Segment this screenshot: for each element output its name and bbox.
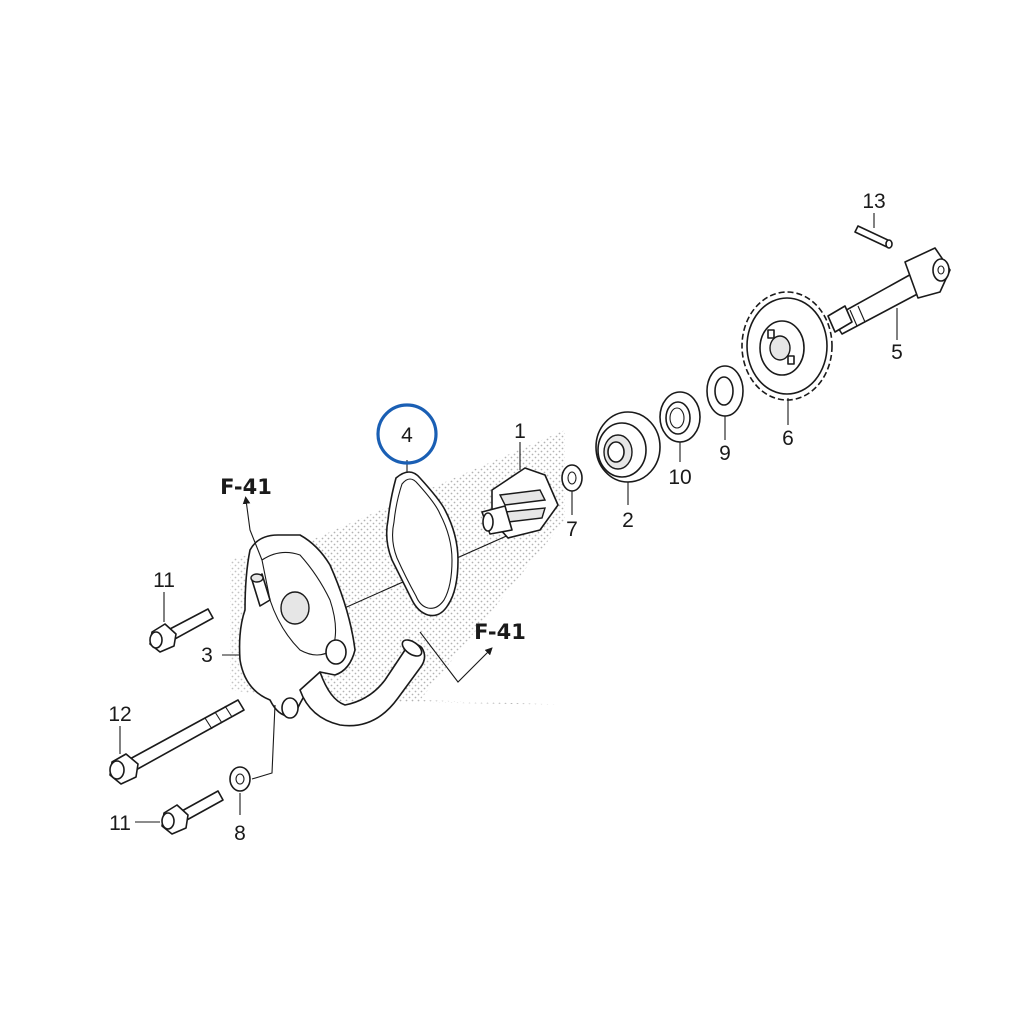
callout-7[interactable]: 7	[566, 518, 578, 541]
impeller-part[interactable]	[481, 467, 559, 539]
washer-part[interactable]	[706, 365, 744, 417]
callout-6[interactable]: 6	[782, 427, 794, 450]
selected-part-highlight-ring	[376, 403, 438, 465]
callout-10[interactable]: 10	[668, 466, 691, 489]
callout-13[interactable]: 13	[862, 190, 885, 213]
callout-5[interactable]: 5	[891, 341, 903, 364]
callout-2[interactable]: 2	[622, 509, 634, 532]
reference-f41-upper[interactable]: F-41	[220, 475, 272, 499]
callout-11-upper[interactable]: 11	[153, 569, 175, 592]
callout-8[interactable]: 8	[234, 822, 246, 845]
pump-cover-part[interactable]	[238, 534, 426, 727]
callout-11-lower[interactable]: 11	[109, 812, 131, 835]
callout-3[interactable]: 3	[201, 644, 213, 667]
reference-f41-lower[interactable]: F-41	[474, 620, 526, 644]
shaft-part[interactable]	[827, 247, 951, 335]
bearing-part[interactable]	[659, 391, 701, 443]
callout-9[interactable]: 9	[719, 442, 731, 465]
pin-part[interactable]	[854, 225, 893, 249]
callout-4[interactable]: 4	[401, 424, 413, 447]
gear-part[interactable]	[741, 291, 833, 401]
callout-12[interactable]: 12	[108, 703, 131, 726]
bolt-part-lower[interactable]	[161, 790, 224, 835]
bolt-part-upper[interactable]	[149, 608, 214, 653]
long-bolt-part[interactable]	[109, 699, 245, 785]
o-ring-gasket-part[interactable]	[385, 471, 459, 617]
small-washer-part[interactable]	[561, 464, 583, 492]
seal-part[interactable]	[595, 411, 661, 483]
leader-lines	[119, 213, 898, 823]
callout-1[interactable]: 1	[514, 420, 526, 443]
sealing-washer-part[interactable]	[229, 766, 251, 792]
